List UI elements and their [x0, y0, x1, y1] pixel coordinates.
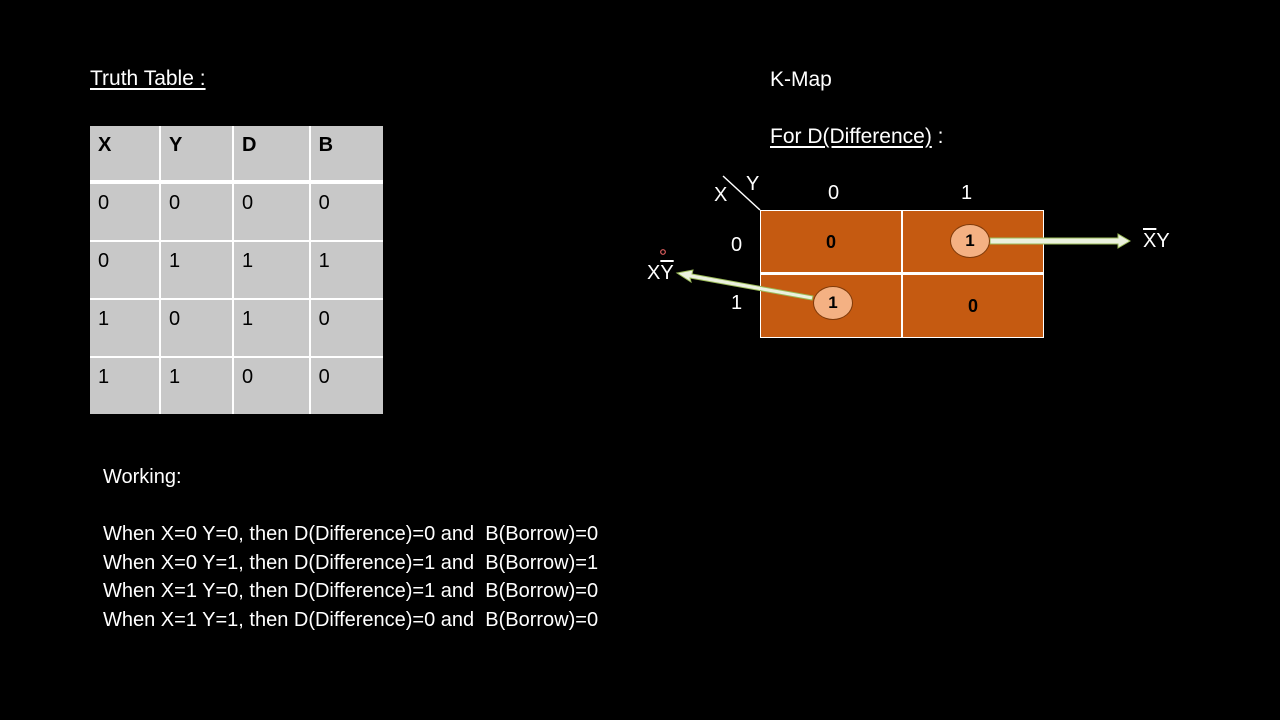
kmap-cell-r0c1-circled: 1 [950, 224, 990, 258]
kmap-term-right: XY [1143, 230, 1170, 253]
kmap-cell-r0c0: 0 [825, 231, 836, 252]
kmap-cell-r1c0-circled: 1 [813, 286, 853, 320]
kmap-col-header-0: 0 [828, 182, 840, 204]
working-line: When X=1 Y=1, then D(Difference)=0 and B… [103, 609, 599, 631]
kmap-col-variable: Y [746, 173, 760, 195]
kmap-subtitle-suffix: : [931, 125, 944, 148]
table-cell: 1 [158, 356, 234, 414]
kmap-row-header-0: 0 [731, 234, 743, 256]
table-row: 1 1 0 0 [90, 356, 383, 414]
table-cell: 0 [232, 356, 310, 414]
header-d: D [232, 126, 310, 184]
truth-table-header-row: X Y D B [90, 126, 383, 184]
truth-table-title: Truth Table : [90, 67, 206, 90]
table-cell: 1 [158, 240, 234, 299]
header-y: Y [158, 126, 234, 184]
table-cell: 0 [98, 192, 110, 214]
header-b: B [308, 126, 383, 184]
table-cell: 0 [90, 240, 160, 299]
table-cell: 0 [308, 182, 383, 241]
kmap-col-header-1: 1 [961, 182, 973, 204]
truth-table: X Y D B 0 0 0 0 0 1 1 1 1 0 1 0 1 1 0 0 [90, 126, 383, 414]
kmap-term-right-rest: Y [1156, 230, 1170, 252]
table-cell: 0 [308, 356, 383, 414]
working-line: When X=0 Y=0, then D(Difference)=0 and B… [103, 523, 599, 545]
table-row: 0 0 0 0 [90, 182, 383, 241]
kmap-row-variable: X [714, 184, 728, 206]
working-line: When X=1 Y=0, then D(Difference)=1 and B… [103, 580, 599, 602]
table-row: 0 1 1 1 [90, 240, 383, 299]
table-cell: 1 [232, 298, 310, 357]
kmap-grid: 0 0 [760, 210, 1044, 338]
table-cell: 1 [232, 240, 310, 299]
table-cell: 0 [232, 182, 310, 241]
kmap-term-left-bar: Y [660, 262, 674, 284]
table-row: 1 0 1 0 [90, 298, 383, 357]
kmap-subtitle: For D(Difference) : [770, 125, 944, 149]
table-cell: 1 [90, 298, 160, 357]
table-cell: 1 [308, 240, 383, 299]
kmap-heading: K-Map [770, 68, 832, 91]
kmap-subtitle-text: For D(Difference) [770, 125, 932, 148]
table-cell: 0 [158, 298, 234, 357]
kmap-term-right-bar: X [1143, 230, 1157, 252]
table-cell: 0 [308, 298, 383, 357]
working-title: Working: [103, 466, 182, 488]
kmap-term-left: XY [647, 262, 674, 285]
kmap-term-left-first: X [647, 262, 661, 284]
kmap-cell-r1c1: 0 [967, 295, 978, 316]
kmap-divider-horizontal [761, 272, 1043, 275]
working-line: When X=0 Y=1, then D(Difference)=1 and B… [103, 552, 599, 574]
table-cell: 0 [158, 182, 234, 241]
kmap-row-header-1: 1 [731, 292, 743, 314]
table-cell: 1 [90, 356, 160, 414]
header-x: X [90, 126, 160, 184]
